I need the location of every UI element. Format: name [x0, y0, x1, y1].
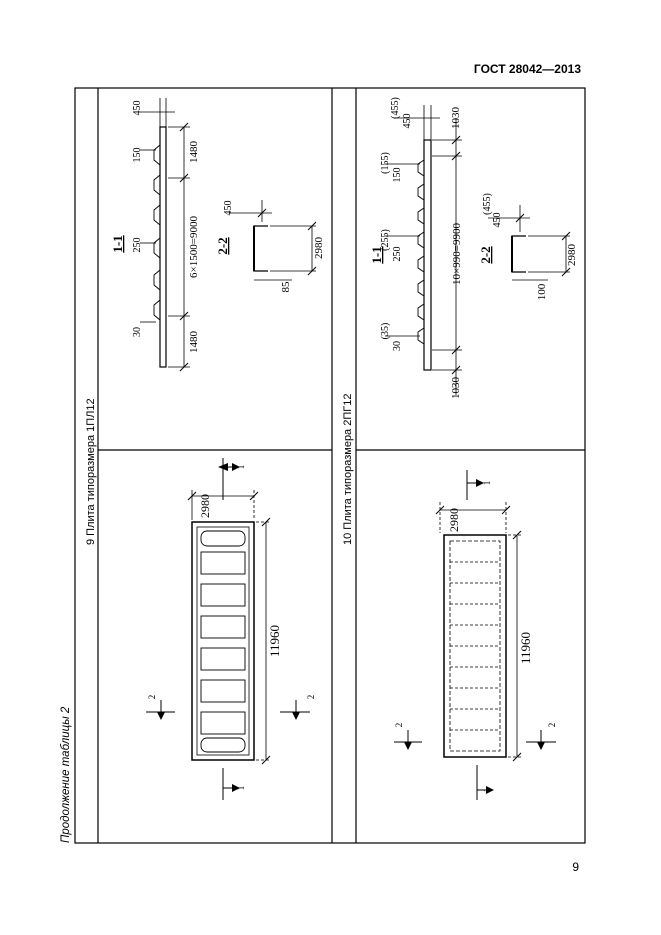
section-1-end-right-1: 1480 — [188, 141, 200, 164]
section-1-1-view-1 — [140, 98, 190, 372]
section-2-rib-2: 450 — [492, 213, 503, 228]
standard-code: ГОСТ 28042—2013 — [473, 62, 581, 76]
cut-1-bottom-label: 1 — [236, 786, 246, 791]
section-2-2-title-1: 2-2 — [215, 237, 230, 254]
section-1-1-view-2 — [385, 105, 462, 395]
section-2-thickness-1: 85 — [280, 281, 292, 293]
cut-arrow-icon — [232, 463, 240, 471]
cut-2-right-label: 2 — [306, 695, 316, 700]
cut-2-left-label: 2 — [147, 695, 157, 700]
section-1-rib-150-alt-2: (155) — [380, 152, 391, 174]
table-grid — [74, 87, 586, 844]
cut-arrow-icon — [232, 784, 240, 792]
section-1-end-right-2: 1030 — [450, 107, 462, 130]
cut-arrow-icon — [537, 742, 545, 750]
section-1-rib-30-1: 30 — [132, 327, 143, 337]
cut-arrow-icon — [476, 479, 484, 487]
section-1-rib-top-2: 450 — [402, 114, 413, 129]
section-1-rib-150-2: 150 — [392, 168, 403, 183]
section-1-span-1: 6×1500=9000 — [188, 216, 200, 278]
section-1-rib-top-1: 450 — [132, 101, 143, 116]
page-number: 9 — [572, 860, 579, 874]
section-2-rib-alt-2: (455) — [482, 193, 493, 215]
cut-1-top-label: 1 — [236, 465, 246, 470]
plan-width-2: 2980 — [447, 508, 461, 532]
section-2-2-view-2 — [488, 205, 571, 281]
cut-1-bottom-label-2: 1 — [482, 788, 492, 793]
section-1-end-left-1: 1480 — [188, 331, 200, 354]
section-2-width-2: 2980 — [566, 244, 578, 267]
section-1-rib-top-alt-2: (455) — [390, 97, 401, 119]
cut-1-top-label-2: 1 — [482, 481, 492, 486]
cut-2-right-label-2: 2 — [547, 723, 557, 728]
section-1-rib-150-1: 150 — [132, 148, 143, 163]
cut-arrow-icon — [404, 742, 412, 750]
cut-arrow-icon — [486, 786, 494, 794]
plan-width-1: 2980 — [198, 494, 212, 518]
section-1-span-2: 10×990=9900 — [451, 223, 463, 285]
plan-length-1: 11960 — [267, 625, 282, 657]
section-1-end-left-2: 1030 — [450, 377, 462, 400]
section-1-rib-30-alt-2: (35) — [380, 323, 391, 340]
section-2-width-1: 2980 — [313, 237, 325, 260]
section-2-2-view-1 — [229, 200, 317, 281]
section-2-rib-1: 450 — [223, 201, 234, 216]
section-1-rib-30-2: 30 — [392, 341, 403, 351]
section-1-1-title-1: 1-1 — [110, 235, 125, 252]
section-2-2-title-2: 2-2 — [478, 246, 493, 263]
section-1-1-title-2: 1-1 — [369, 246, 384, 263]
section-1-rib-250-2: 250 — [392, 247, 403, 262]
cut-arrow-icon — [157, 712, 165, 720]
plan-view-1 — [146, 458, 310, 800]
cut-2-left-label-2: 2 — [394, 723, 404, 728]
section-2-thickness-2: 100 — [536, 283, 548, 300]
cut-arrow-icon — [292, 712, 300, 720]
section-1-rib-250-alt-2: (255) — [380, 229, 391, 251]
section-1-rib-250-1: 250 — [132, 238, 143, 253]
plan-length-2: 11960 — [518, 632, 533, 664]
